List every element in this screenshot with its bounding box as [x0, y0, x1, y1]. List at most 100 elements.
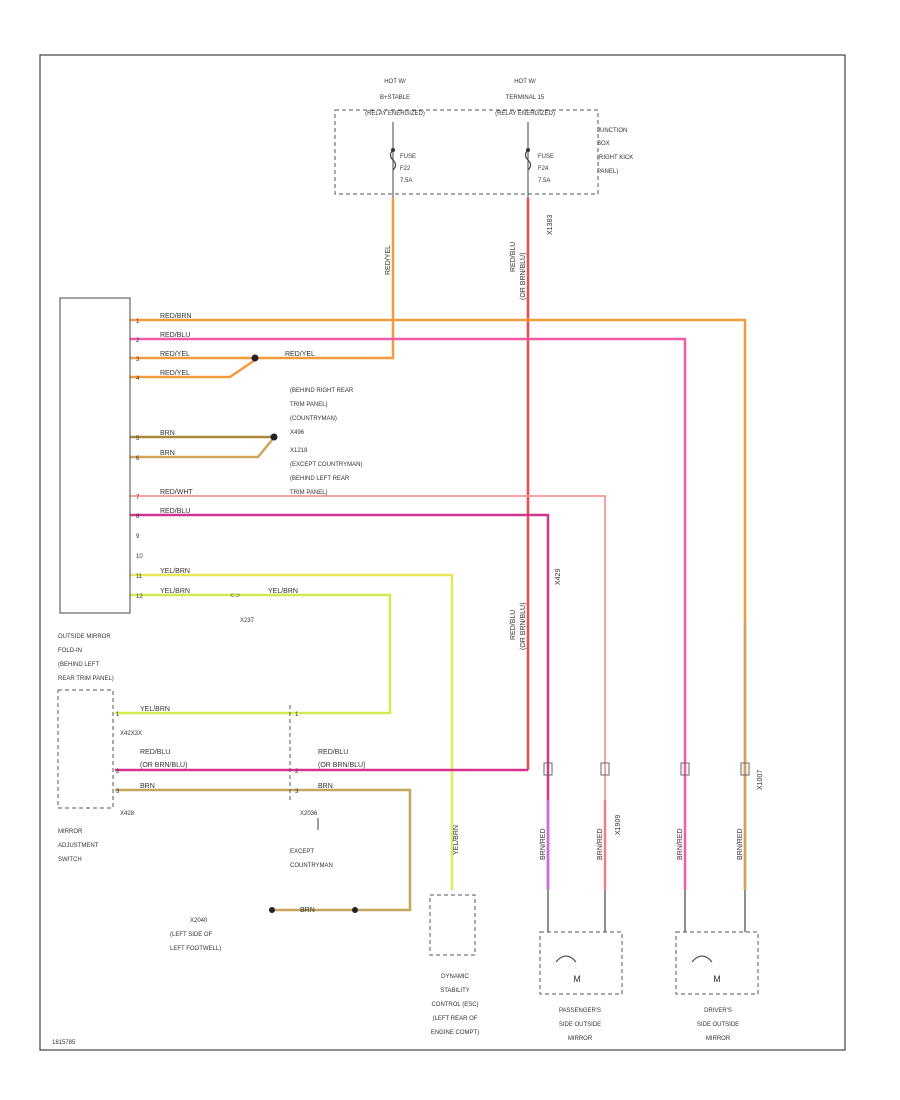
wire-label-3b: RED/YEL [285, 351, 315, 358]
wire-label-11: YEL/BRN [160, 568, 190, 575]
wire-pin1 [130, 318, 747, 890]
switch-label-1: MIRROR [58, 829, 83, 835]
hot-right-line2: TERMINAL 15 [506, 95, 545, 101]
fuse-right-icon [524, 149, 532, 171]
pin-7: 7 [136, 495, 140, 501]
x1383-label: X1383 [547, 215, 554, 235]
fuse-left-1: FUSE [400, 154, 416, 160]
hot-right-line1: HOT W/ [514, 79, 536, 85]
x1007-label: X1007 [757, 770, 764, 790]
ground-3: LEFT FOOTWELL) [170, 946, 221, 952]
driver-motor-symbol: M [713, 974, 721, 984]
mirror-bot-right: BRN [318, 783, 333, 790]
conn-pin-b: 2 [295, 769, 299, 775]
fuse-right-1: FUSE [538, 154, 554, 160]
fold-in-2: FOLD-IN [58, 648, 82, 654]
esc-label-4: (LEFT REAR OF [433, 1016, 478, 1022]
wire-label-12a: YEL/BRN [160, 588, 190, 595]
pin-4: 4 [136, 376, 140, 382]
wire-pin4 [130, 358, 256, 379]
fold-in-4: REAR TRIM PANEL) [58, 676, 114, 682]
mirror-adjustment-switch [57, 689, 114, 809]
wire-label-3a: RED/YEL [160, 351, 190, 358]
junction-label-2: BOX [597, 141, 610, 147]
except-countryman-1: EXCEPT [290, 849, 314, 855]
passenger-motor-icon [555, 955, 577, 963]
fuse-right-3: 7.5A [538, 178, 550, 184]
ground-wire-label: BRN [300, 907, 315, 914]
pin-3: 3 [136, 357, 140, 363]
wire-label-12b: YEL/BRN [268, 588, 298, 595]
mirror-top-wire-label: YEL/BRN [140, 706, 170, 713]
x1909-label: X1909 [615, 815, 622, 835]
junction-box [334, 109, 599, 195]
wire-pin11 [130, 573, 454, 890]
wire-label-1: RED/BRN [160, 313, 192, 320]
x1218-3: (BEHIND LEFT REAR [290, 476, 350, 482]
vert-mid-label-2: (OR BRN/BLU) [520, 603, 527, 650]
driver-mirror-wiring: BRN/RED BRN/RED [677, 762, 750, 860]
junction-label-4: PANEL) [597, 169, 618, 175]
rear-trim-2: TRIM PANEL) [290, 402, 328, 408]
x1218-2: (EXCEPT COUNTRYMAN) [290, 462, 362, 468]
esc-wire-label: YEL/BRN [453, 825, 460, 855]
wire-label-5: BRN [160, 430, 175, 437]
driver-mirror [675, 931, 759, 995]
driver-label-2: SIDE OUTSIDE [697, 1022, 739, 1028]
mirror-mid-left-1: RED/BLU [140, 749, 170, 756]
switch-x-code-top: X42X3X [120, 731, 142, 737]
switch-pin-2: 2 [116, 769, 120, 775]
x1218-1: X1218 [290, 448, 308, 454]
fuse-right-2: F24 [538, 166, 549, 172]
esc-label-5: ENGINE COMPT) [431, 1030, 479, 1036]
esc-module [429, 894, 476, 956]
except-countryman-2: COUNTRYMAN [290, 863, 333, 869]
pin-1: 1 [136, 319, 140, 325]
wire-pin6 [130, 439, 273, 459]
fuse-left-3: 7.5A [400, 178, 412, 184]
hot-right-line3: (RELAY ENERGIZED) [495, 111, 555, 117]
module-block [59, 297, 131, 614]
wire-label-8: RED/BLU [160, 508, 190, 515]
pin-8: 8 [136, 514, 140, 520]
pin-9: 9 [136, 534, 140, 540]
passenger-label-1: PASSENGER'S [559, 1008, 601, 1014]
pin-10: 10 [136, 554, 143, 560]
rear-trim-1: (BEHIND RIGHT REAR [290, 388, 354, 394]
passenger-mirror-wiring: BRN/RED BRN/RED [540, 762, 610, 890]
hot-left-line3: (RELAY ENERGIZED) [365, 111, 425, 117]
wire-pin12 [115, 593, 392, 715]
pin-11: 11 [136, 574, 143, 580]
hot-left-line1: HOT W/ [384, 79, 406, 85]
driver-label-1: DRIVER'S [704, 1008, 732, 1014]
passenger-label-3: MIRROR [568, 1036, 593, 1042]
wire-label-7: RED/WHT [160, 489, 193, 496]
splice-pin34 [251, 354, 259, 362]
splice-pin56 [270, 433, 278, 441]
pin12-break-icon: ⊂⊃ [230, 593, 240, 599]
esc-label-1: DYNAMIC [441, 974, 469, 980]
x2036-label: X2036 [300, 811, 318, 817]
footer-code: 1815785 [52, 1040, 76, 1046]
junction-label-3: (RIGHT KICK [597, 155, 633, 161]
conn-pin-c: 3 [295, 789, 299, 795]
pin-5: 5 [136, 436, 140, 442]
passenger-label-2: SIDE OUTSIDE [559, 1022, 601, 1028]
passenger-mirror [539, 931, 623, 995]
fuse-left-wire-label: RED/YEL [385, 245, 392, 275]
rear-trim-3: (COUNTRYMAN) [290, 416, 337, 422]
wire-label-4: RED/YEL [160, 370, 190, 377]
driver-motor-icon [691, 955, 713, 963]
driver-label-3: MIRROR [706, 1036, 731, 1042]
rear-trim-4: X496 [290, 430, 305, 436]
fuse-left-2: F22 [400, 166, 411, 172]
mirror-mid-right-2: (OR BRN/BLU) [318, 762, 365, 769]
switch-pin-1: 1 [116, 712, 120, 718]
fold-in-3: (BEHIND LEFT [58, 662, 99, 668]
wire-pin2 [130, 337, 687, 890]
x429-label: X429 [555, 569, 562, 585]
mirror-mid-left-2: (OR BRN/BLU) [140, 762, 187, 769]
switch-x-code-bot: X428 [120, 811, 135, 817]
esc-label-2: STABILITY [440, 988, 470, 994]
